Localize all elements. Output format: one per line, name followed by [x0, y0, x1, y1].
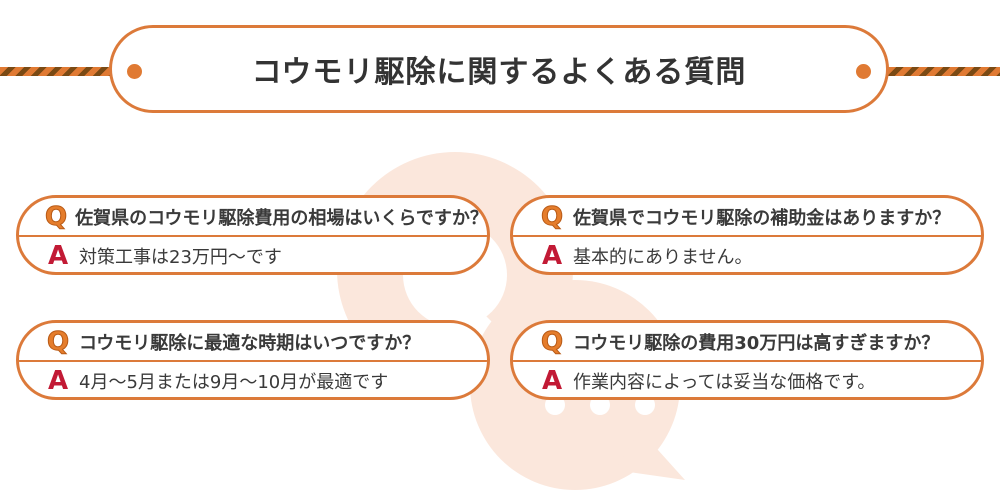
faq-question: コウモリ駆除の費用30万円は高すぎますか？	[573, 332, 940, 354]
faq-card: Q コウモリ駆除に最適な時期はいつですか？ A 4月〜5月または9月〜10月が最…	[16, 320, 490, 400]
rope-decoration-left	[0, 67, 112, 76]
faq-question: 佐賀県のコウモリ駆除費用の相場はいくらですか？	[75, 207, 488, 229]
dot-left-icon	[127, 64, 142, 79]
faq-answer: 作業内容によっては妥当な価格です。	[573, 371, 876, 393]
faq-question: 佐賀県でコウモリ駆除の補助金はありますか？	[573, 207, 951, 229]
faq-question-row: Q 佐賀県のコウモリ駆除費用の相場はいくらですか？	[19, 198, 487, 237]
faq-question-row: Q 佐賀県でコウモリ駆除の補助金はありますか？	[513, 198, 981, 237]
dot-right-icon	[856, 64, 871, 79]
faq-question-row: Q コウモリ駆除に最適な時期はいつですか？	[19, 323, 487, 362]
faq-answer: 基本的にありません。	[573, 246, 753, 268]
q-icon: Q	[46, 326, 70, 357]
faq-answer: 4月〜5月または9月〜10月が最適です	[79, 371, 389, 393]
faq-answer-row: A 基本的にありません。	[513, 237, 981, 272]
faq-question: コウモリ駆除に最適な時期はいつですか？	[79, 332, 421, 354]
page-title: コウモリ駆除に関するよくある質問	[251, 55, 747, 90]
q-icon: Q	[540, 326, 564, 357]
faq-answer: 対策工事は23万円〜です	[79, 246, 282, 268]
faq-answer-row: A 4月〜5月または9月〜10月が最適です	[19, 362, 487, 397]
rope-decoration-right	[888, 67, 1000, 76]
title-banner: コウモリ駆除に関するよくある質問	[109, 25, 889, 113]
faq-answer-row: A 対策工事は23万円〜です	[19, 237, 487, 272]
faq-card: Q 佐賀県でコウモリ駆除の補助金はありますか？ A 基本的にありません。	[510, 195, 984, 275]
a-icon: A	[541, 240, 563, 271]
faq-card: Q コウモリ駆除の費用30万円は高すぎますか？ A 作業内容によっては妥当な価格…	[510, 320, 984, 400]
faq-card: Q 佐賀県のコウモリ駆除費用の相場はいくらですか？ A 対策工事は23万円〜です	[16, 195, 490, 275]
a-icon: A	[47, 240, 69, 271]
faq-question-row: Q コウモリ駆除の費用30万円は高すぎますか？	[513, 323, 981, 362]
q-icon: Q	[540, 201, 564, 232]
q-icon: Q	[44, 201, 68, 232]
a-icon: A	[541, 365, 563, 396]
faq-answer-row: A 作業内容によっては妥当な価格です。	[513, 362, 981, 397]
a-icon: A	[47, 365, 69, 396]
